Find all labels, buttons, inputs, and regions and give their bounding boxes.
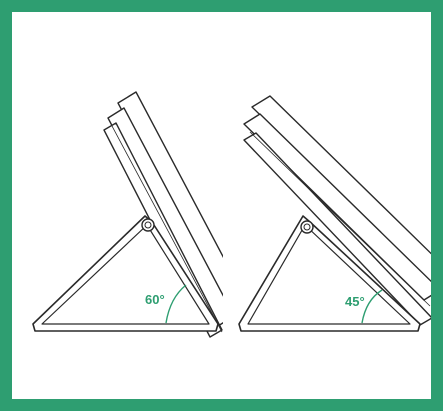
angle-arc-left: [165, 284, 187, 324]
angle-arc-right: [361, 289, 383, 324]
tablet-device-right: [243, 95, 431, 326]
angle-label-left: 60°: [145, 292, 165, 307]
panel-divider: [223, 12, 226, 399]
angle-label-right: 45°: [345, 294, 365, 309]
hinge-left: [141, 218, 155, 232]
hinge-right: [300, 220, 314, 234]
panel-right-45: [238, 95, 431, 332]
panel-left-60: [32, 91, 223, 338]
stand-right: [238, 215, 421, 332]
